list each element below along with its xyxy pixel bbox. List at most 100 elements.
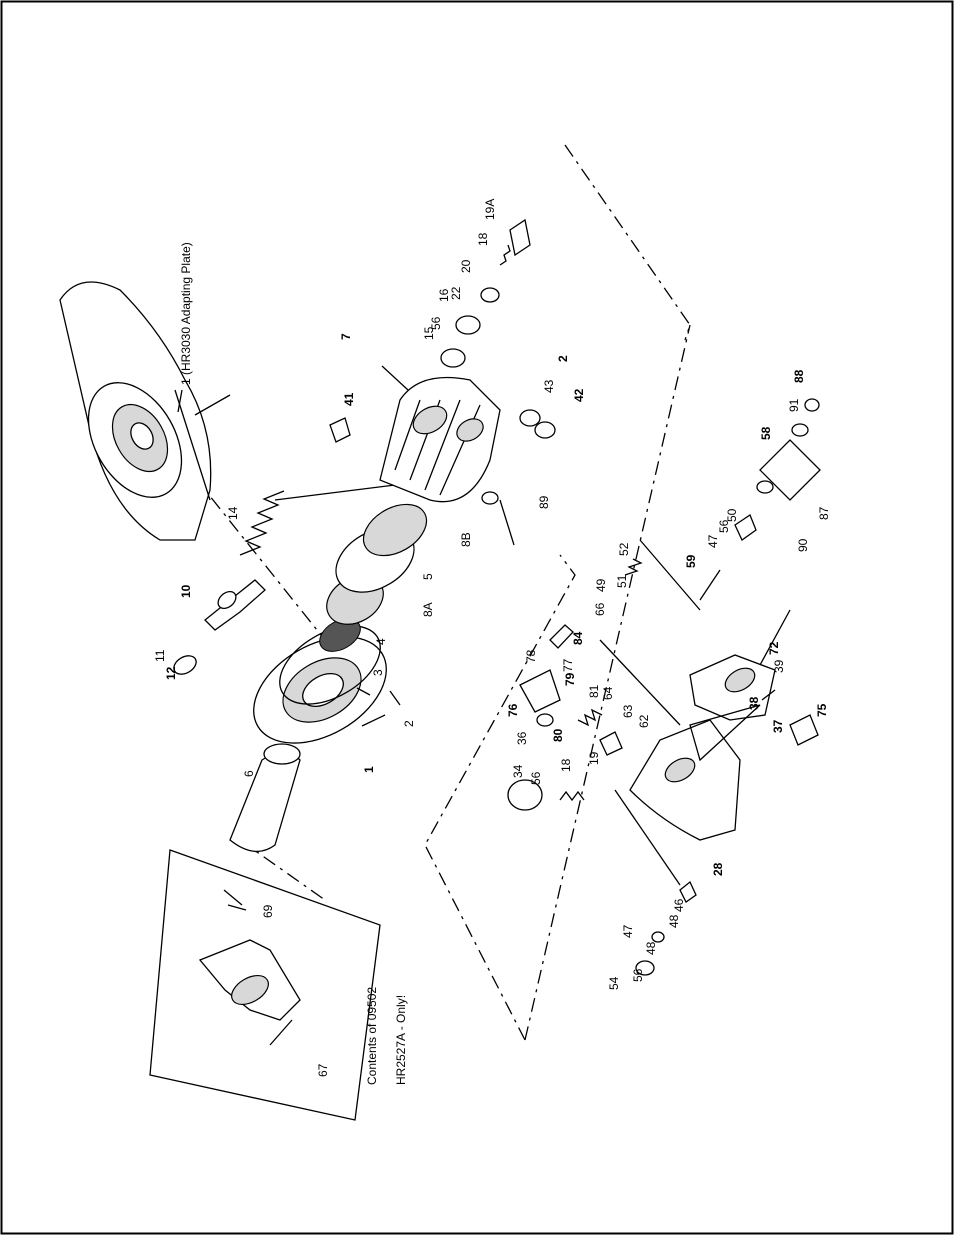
washer-part-48: [652, 932, 664, 942]
fitting-part-76: [520, 670, 560, 712]
callout-78-57: 78: [524, 649, 538, 663]
callout-56-42: 56: [717, 519, 731, 533]
flange-part-67: [200, 940, 300, 1020]
bolt-part-59: [700, 570, 720, 600]
callout-22-21: 22: [449, 286, 463, 300]
callout-66-50: 66: [593, 602, 607, 616]
callout-47-33: 47: [621, 924, 635, 938]
oring-part-36: [537, 714, 553, 726]
callout-3-3: 3: [371, 669, 385, 676]
callout-90-65: 90: [796, 538, 810, 552]
callout-14-13: 14: [226, 506, 240, 520]
callout-64-49: 64: [601, 686, 615, 700]
callout-48-34: 48: [667, 914, 681, 928]
ring-part-15: [441, 349, 465, 367]
callout-18-17: 18: [559, 758, 573, 772]
bolt-part-69: [228, 905, 246, 910]
callout-36-24: 36: [515, 731, 529, 745]
valve-assembly-region: [425, 555, 575, 1040]
callout-58-45: 58: [759, 426, 773, 440]
callout-28-22: 28: [711, 862, 725, 876]
spring-part-52: [625, 559, 641, 575]
callout-69-52: 69: [261, 904, 275, 918]
callout-6-6: 6: [242, 770, 256, 777]
callout-46-31: 46: [672, 898, 686, 912]
housing-part-7: [380, 378, 500, 502]
washer-part-20: [481, 288, 499, 302]
callout-52-39: 52: [617, 542, 631, 556]
callout-10-10: 10: [179, 584, 193, 598]
callout-42-29: 42: [572, 388, 586, 402]
pin-part-10: [205, 580, 265, 630]
callout-88-63: 88: [792, 369, 806, 383]
callout-43-30: 43: [542, 379, 556, 393]
callout-37-25: 37: [771, 719, 785, 733]
callout-11-11: 11: [153, 649, 167, 662]
callout-75-54: 75: [815, 703, 829, 717]
callout-56-44: 56: [631, 968, 645, 982]
pump-assembly-region: [565, 145, 690, 340]
callout-56-41: 56: [429, 316, 443, 330]
callout-59-46: 59: [684, 554, 698, 568]
callout-63-48: 63: [621, 704, 635, 718]
callout-39-27: 39: [772, 659, 786, 673]
washer-part-89: [482, 492, 498, 504]
callout-76-55: 76: [506, 703, 520, 717]
callout-89-64: 89: [537, 495, 551, 509]
callout-84-61: 84: [571, 631, 585, 645]
ring-part-16: [456, 316, 480, 334]
callout-56-43: 56: [529, 771, 543, 785]
spring-part-18: [500, 245, 510, 265]
callout-80-59: 80: [551, 728, 565, 742]
callout-47-32: 47: [706, 534, 720, 548]
kit-note-line-1: Contents of 09502: [365, 987, 379, 1085]
washer-part-91: [792, 424, 808, 436]
spring-part-18b: [560, 792, 584, 800]
washer-part-87: [757, 481, 773, 493]
callout-41-28: 41: [342, 392, 356, 406]
fitting-part-84: [550, 625, 573, 648]
callout-54-40: 54: [607, 976, 621, 990]
bolt-part-39: [760, 610, 790, 665]
callout-7-7: 7: [339, 333, 353, 340]
callout-2-1: 2: [402, 720, 416, 727]
callout-4-4: 4: [374, 638, 388, 645]
plug-part-19A: [510, 220, 530, 255]
callout-87-62: 87: [817, 506, 831, 520]
callout-67-51: 67: [316, 1063, 330, 1077]
plunger-part-63: [600, 732, 622, 755]
callout-19A-19: 19A: [483, 199, 497, 220]
callout-72-53: 72: [767, 641, 781, 655]
callout-19-18: 19: [587, 751, 601, 765]
plug-part-41: [330, 418, 350, 442]
callout-38-26: 38: [747, 696, 761, 710]
callout-79-58: 79: [563, 672, 577, 686]
callout-5-5: 5: [421, 573, 435, 580]
kit-note-line-2: HR2527A - Only!: [394, 995, 408, 1085]
callout-49-36: 49: [594, 578, 608, 592]
callout-18-16: 18: [476, 232, 490, 246]
callout-91-66: 91: [787, 398, 801, 412]
callout-48-35: 48: [644, 941, 658, 955]
nut-part-88: [805, 399, 819, 411]
callout-34-23: 34: [511, 764, 525, 778]
cover-part-37: [690, 655, 775, 720]
callout-8A-8: 8A: [421, 602, 435, 617]
callout-77-56: 77: [561, 658, 575, 672]
callout-2-2: 2: [556, 355, 570, 362]
washer-part-43: [520, 410, 540, 426]
shaft-part-6: [230, 744, 300, 851]
callout-20-20: 20: [459, 259, 473, 273]
callout-51-38: 51: [615, 574, 629, 588]
callout-12-12: 12: [164, 666, 178, 680]
callout-62-47: 62: [637, 714, 651, 728]
callout-1-0: 1: [362, 766, 376, 773]
callout-8B-9: 8B: [459, 532, 473, 547]
adapting-plate-label: 1 (HR3030 Adapting Plate): [179, 242, 193, 385]
callout-81-60: 81: [587, 684, 601, 698]
fitting-part-75: [790, 715, 818, 745]
nut-part-42: [535, 422, 555, 438]
